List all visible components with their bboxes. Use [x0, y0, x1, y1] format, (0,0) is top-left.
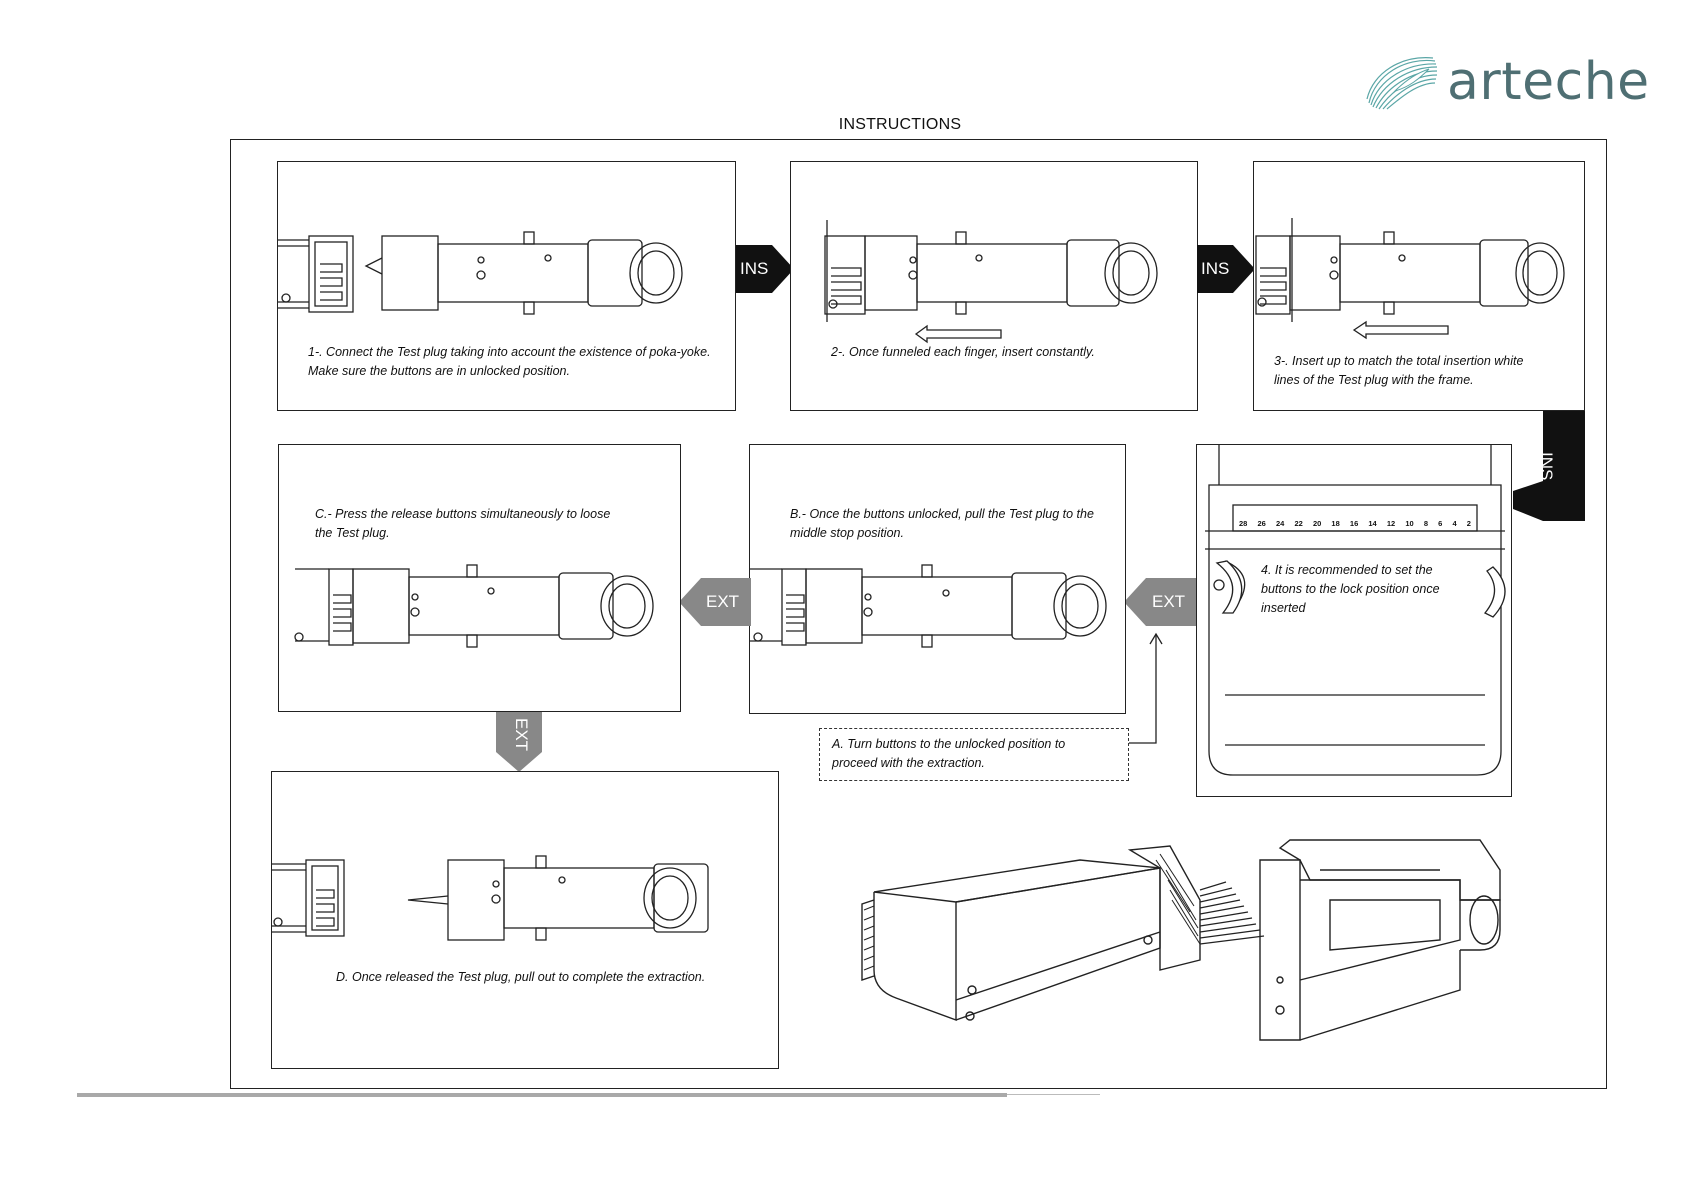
terminal-number: 20	[1312, 519, 1322, 528]
step-c-caption: C.- Press the release buttons simultaneo…	[315, 507, 611, 540]
terminal-number: 16	[1349, 519, 1359, 528]
ext-label-2: EXT	[706, 592, 740, 611]
test-plug-drawing	[824, 220, 1158, 344]
step-b-panel: B.- Once the buttons unlocked, pull the …	[749, 444, 1126, 714]
isometric-assembly-drawing	[861, 839, 1501, 1041]
ins-label-1: INS	[740, 259, 769, 278]
test-plug-drawing	[1255, 218, 1565, 340]
terminal-number: 2	[1466, 519, 1471, 528]
ins-arrow-1	[736, 245, 794, 293]
step-c-panel: C.- Press the release buttons simultaneo…	[278, 444, 681, 712]
step-a-leader-line	[1129, 632, 1163, 744]
ins-arrow-3	[1513, 411, 1585, 521]
test-plug-drawing	[750, 564, 1107, 648]
terminal-number: 28	[1239, 519, 1248, 528]
terminal-number-strip: 28 26 24 22 20 18 16 14 12 10 8 6 4 2	[1239, 519, 1471, 528]
terminal-number: 14	[1368, 519, 1377, 528]
terminal-number: 6	[1438, 519, 1443, 528]
frame-drawing	[1205, 445, 1506, 776]
ins-arrow-2	[1197, 245, 1255, 293]
test-plug-drawing	[294, 564, 654, 648]
terminal-number: 22	[1294, 519, 1303, 528]
page-title: INSTRUCTIONS	[838, 116, 962, 133]
step-4-panel: 28 26 24 22 20 18 16 14 12 10 8 6 4 2 4.…	[1196, 444, 1512, 797]
ext-arrow-3	[496, 712, 542, 772]
step-b-caption: B.- Once the buttons unlocked, pull the …	[790, 507, 1094, 540]
ins-label-2: INS	[1201, 259, 1230, 278]
step-2-caption: 2-. Once funneled each finger, insert co…	[831, 345, 1095, 359]
step-2-panel: 2-. Once funneled each finger, insert co…	[790, 161, 1198, 411]
ext-arrow-1	[1124, 578, 1196, 626]
terminal-number: 26	[1257, 519, 1266, 528]
logo-icon	[1366, 57, 1438, 110]
step-1-caption: 1-. Connect the Test plug taking into ac…	[308, 345, 711, 378]
step-d-panel: D. Once released the Test plug, pull out…	[271, 771, 779, 1069]
ext-label-3: EXT	[512, 718, 531, 752]
ext-label-1: EXT	[1152, 592, 1186, 611]
step-a-caption: A. Turn buttons to the unlocked position…	[832, 737, 1066, 770]
ins-label-3: INS	[1537, 452, 1556, 481]
terminal-number: 8	[1423, 519, 1429, 528]
ext-arrow-2	[679, 578, 751, 626]
step-4-caption: 4. It is recommended to set the buttons …	[1261, 563, 1440, 615]
footer-divider-thin	[1007, 1094, 1100, 1095]
step-1-panel: 1-. Connect the Test plug taking into ac…	[277, 161, 736, 411]
footer-divider	[77, 1093, 1007, 1097]
test-plug-drawing	[272, 855, 709, 941]
terminal-number: 12	[1386, 519, 1396, 528]
terminal-number: 4	[1452, 519, 1457, 528]
step-3-panel: 3-. Insert up to match the total inserti…	[1253, 161, 1585, 411]
step-a-note: A. Turn buttons to the unlocked position…	[819, 728, 1129, 781]
step-3-caption: 3-. Insert up to match the total inserti…	[1274, 354, 1524, 387]
test-plug-drawing	[278, 231, 683, 315]
step-d-caption: D. Once released the Test plug, pull out…	[336, 970, 706, 984]
logo-text: arteche	[1447, 52, 1650, 112]
instructions-frame	[230, 139, 1607, 1089]
terminal-number: 10	[1405, 519, 1414, 528]
terminal-number: 18	[1331, 519, 1340, 528]
terminal-number: 24	[1275, 519, 1285, 528]
